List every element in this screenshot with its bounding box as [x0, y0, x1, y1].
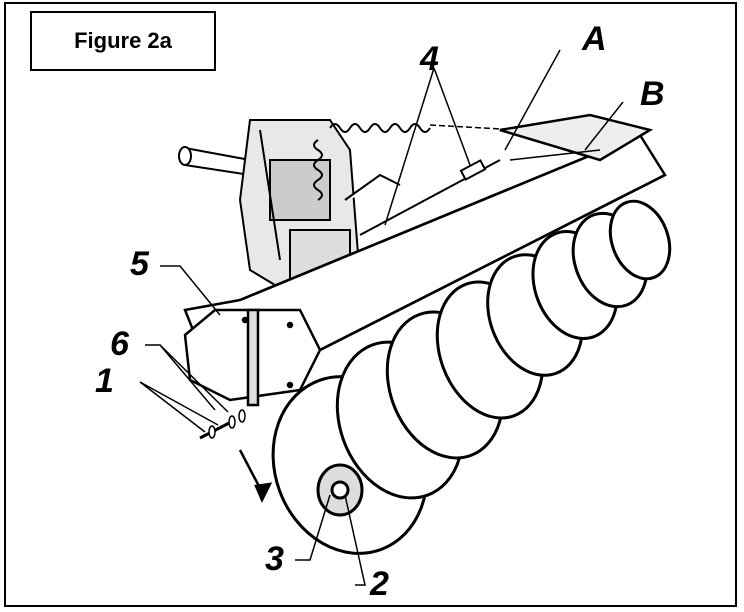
end-plate [183, 308, 322, 407]
callout-4: 4 [419, 40, 439, 78]
figure-title-box: Figure 2a [30, 11, 216, 71]
callout-a: A [581, 20, 607, 58]
rotation-arrow [238, 449, 273, 503]
spring-vertical [313, 139, 323, 201]
callout-5: 5 [130, 245, 150, 283]
bolts-and-washers [199, 409, 246, 440]
adjustment-rod [359, 159, 501, 236]
callout-6: 6 [110, 325, 130, 363]
spring-top [329, 123, 431, 133]
auger [271, 199, 672, 555]
callout-b: B [640, 75, 665, 113]
callout-2: 2 [369, 565, 389, 603]
callout-3: 3 [265, 540, 284, 578]
leader-lines [139, 49, 624, 586]
callout-1: 1 [95, 362, 114, 400]
figure-title: Figure 2a [74, 28, 172, 53]
